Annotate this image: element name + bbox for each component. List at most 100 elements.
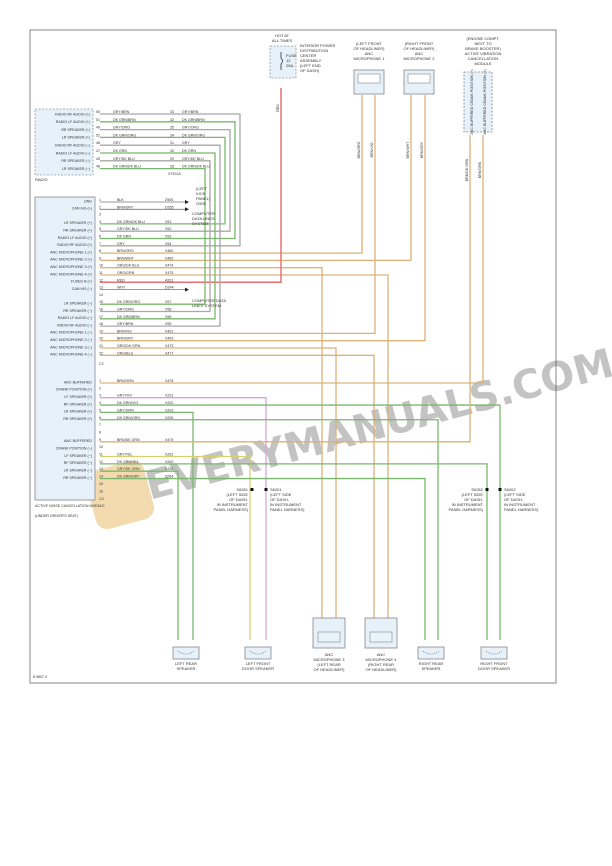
wires-layer [100,88,501,640]
wire-color-label: DK GRN/ORG [182,133,205,137]
fused-b-wire [100,88,282,284]
speaker-wire [100,411,194,640]
right-front-door-speaker-label: DOOR SPEAKER [478,666,510,671]
mic2-label: (RIGHT FRONT [405,41,434,46]
avc-pin-label: ANC BUFFERED CRANK POSITION (−) [470,69,474,134]
radio-pin-label: RADIO LF AUDIO (−) [56,151,90,155]
splice-label-s202: PANEL HARNESS) [504,507,539,512]
circuit-number: X56 [165,315,171,319]
connector-pin-number: 34 [170,133,174,137]
wire-color-label: BRN/GRY [420,141,424,158]
anc-pin-label: LF SPEAKER (−) [64,454,92,458]
anc-pin-number: 7 [99,242,101,246]
anc-microphone-1-element [357,73,381,84]
anc-pin-label: RR SPEAKER (+) [63,229,92,233]
splice-label-s262: OF DASH, [464,497,483,502]
anc-module-location: (UNDER DRIVER'S SEAT) [35,514,78,518]
wire-color-label: GRY/DK GRN [117,467,140,471]
circuit-number: X473 [165,344,173,348]
circuit-number: X52 [165,227,171,231]
connector-pin-number: 32 [170,118,174,122]
right-rear-speaker [417,646,445,660]
splice-label-s201: (LEFT SIDE [270,492,292,497]
microphone-wire [100,347,337,640]
circuit-number: X478 [165,379,173,383]
anc-pin-number: 16 [99,308,103,312]
fuse-rating: 25A [286,63,293,68]
wire-color-label: BRN/ORG [117,249,134,253]
anc-module-box [34,196,96,501]
anc-pin-number: 9 [99,256,101,260]
wire-color-label: DK GRN/DK BLU [182,165,210,169]
speaker-icon [249,650,267,655]
avc-module-box [463,71,493,133]
anc-pin-number: 19 [99,329,103,333]
fuse-box [269,45,297,79]
connector-pin-number: 35 [170,126,174,130]
anc-pin-label: ANC BUFFERED [64,380,92,384]
radio-anc-wire [100,121,236,240]
radio-pin-number: 46 [96,165,100,169]
splice-label-s202: (LEFT SIDE [504,492,526,497]
radio-anc-wire [100,152,216,320]
microphone-wire [100,267,323,640]
splice-label-s201: PANEL HARNESS) [270,507,305,512]
avc-module-label: (ENGINE COMPT, [467,36,500,41]
mic2-label: ANC [415,51,424,56]
splice-label-s261: S6261 [236,487,248,492]
speaker-wire [100,404,501,640]
anc-pin-label: FUSED B (+) [71,280,92,284]
circuit-number: X261 [165,453,173,457]
wire-color-label: BRN/VIO [117,329,132,333]
splice-label-s202: OF DASH, [504,497,523,502]
anc-microphone-3-label: OF HEADLINER) [314,667,346,672]
left-rear-speaker [172,646,200,660]
splice-label-s261: IN INSTRUMENT [217,502,249,507]
splice-dot [250,488,254,491]
anc-pin-label: ANC MICROPHONE 2 (−) [50,338,92,342]
speaker-icon [177,650,195,655]
wire-color-label: DK GRN/ORG [113,133,136,137]
anc-pin-label: LR SPEAKER (+) [64,410,92,414]
splice-label-s262: IN INSTRUMENT [452,502,484,507]
radio-pin-label: RADIO LF AUDIO (+) [56,120,90,124]
anc-pin-label: GND [84,199,92,203]
anc-pin-number: 11 [99,453,103,457]
anc-pin-label: LF SPEAKER (+) [64,395,92,399]
hot-at-all-times: ALL TIMES [272,38,293,43]
radio-box [34,108,94,176]
anc-pin-label: RR SPEAKER (+) [63,417,92,421]
radio-pin-number: 45 [96,157,100,161]
anc-pin-number: 18 [99,322,103,326]
ground-location: G905 [196,201,207,206]
right-rear-speaker-label: SPEAKER [422,666,441,671]
anc-pin-number: 20 [99,337,103,341]
avc-module-label: CANCELLATION [468,56,498,61]
wire-color-label: DK GRN/BRN [113,118,136,122]
anc-pin-label: RADIO LF AUDIO (+) [58,236,92,240]
wire-color-label: GRY/BRN [113,110,130,114]
radio-pin-number: 52 [96,133,100,137]
right-front-door-speaker [480,646,508,660]
wire-color-label: DK GRN/ORG [117,300,140,304]
anc-pin-number: 10 [99,264,103,268]
anc-pin-number: 6 [99,235,101,239]
fuse-box-name: INTERIOR POWER [300,43,335,48]
wire-color-label: ORG/DK BLU [117,264,140,268]
anc-pin-number: 21 [99,344,103,348]
wire-color-label: ORG/GRN [117,271,135,275]
anc-pin-label: RADIO LF AUDIO (−) [58,316,92,320]
fuse-rating: 12 [286,58,291,63]
anc-pin-number: 15 [99,300,103,304]
anc-microphone-2-element [407,73,431,84]
speaker-wire [100,419,439,640]
wire-color-label: GRY/ORG [182,126,199,130]
fuse-rating: FUSE [286,53,297,58]
splice-label-s262: S6262 [471,487,483,492]
anc-pin-number: 2 [99,386,101,390]
circuit-number: X201 [165,394,173,398]
microphone-wire [100,95,376,335]
connector-label: C3 [99,497,104,501]
speaker-wire [100,477,426,640]
